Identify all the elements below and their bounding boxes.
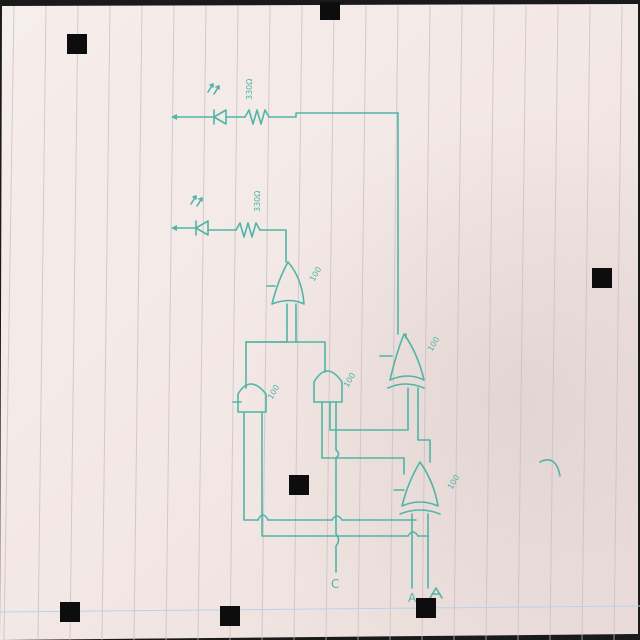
input-c-label: C <box>331 577 339 591</box>
circuit-diagram: 330Ω 330Ω 100 <box>171 79 561 605</box>
ruled-lines <box>3 5 623 640</box>
registration-marker <box>289 475 309 495</box>
registration-marker <box>320 2 340 20</box>
stray-pen-mark <box>539 459 561 477</box>
paper-bottom-edge <box>0 605 640 613</box>
led-output-top: 330Ω <box>171 79 399 125</box>
input-a-label: A <box>408 591 417 605</box>
resistor-top-label: 330Ω <box>245 79 254 100</box>
ground-icon <box>171 114 177 120</box>
registration-marker <box>592 268 612 288</box>
registration-marker <box>60 602 80 622</box>
resistor-top <box>244 109 270 125</box>
resistor-bottom <box>235 222 261 238</box>
registration-marker <box>67 34 87 54</box>
resistor-bottom-label: 330Ω <box>253 191 262 212</box>
input-b-label <box>429 587 443 599</box>
ground-icon <box>171 225 177 231</box>
registration-marker <box>416 598 436 618</box>
registration-marker <box>220 606 240 626</box>
led-output-bottom: 330Ω <box>171 191 287 263</box>
wires <box>243 112 431 589</box>
inputs: C A <box>331 577 443 605</box>
